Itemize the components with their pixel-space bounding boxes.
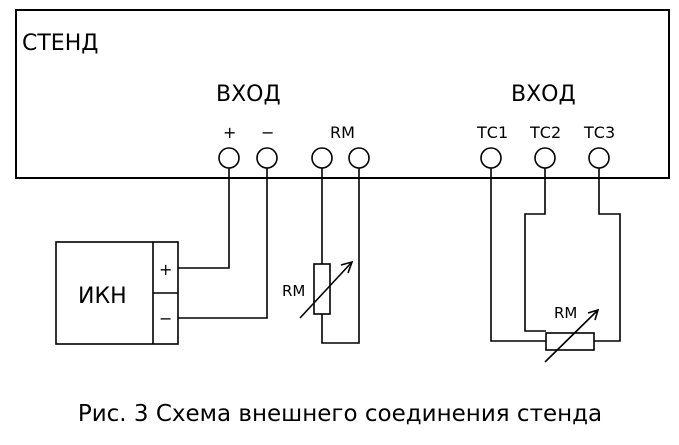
terminal-tc3	[588, 147, 610, 169]
terminal-tc2	[534, 147, 556, 169]
input-left-label: ВХОД	[216, 82, 281, 107]
terminal-rm-1	[311, 147, 333, 169]
wire-tc2	[524, 168, 546, 332]
resistor-body-right	[545, 332, 595, 351]
resistor-arrowhead-left	[340, 260, 354, 274]
figure-caption: Рис. 3 Схема внешнего соединения стенда	[78, 401, 602, 427]
wire-rm-loop	[321, 168, 360, 344]
tc2-label: ТС2	[529, 123, 561, 142]
wire-minus	[178, 168, 268, 319]
tc1-label: ТС1	[476, 123, 508, 142]
terminal-tc1	[480, 147, 502, 169]
ikn-label: ИКН	[78, 284, 127, 309]
wire-plus	[178, 168, 230, 269]
input-right-label: ВХОД	[511, 82, 576, 107]
variable-resistor-right: RM	[490, 168, 621, 363]
terminal-rm-2	[348, 147, 370, 169]
terminal-plus	[218, 147, 240, 169]
wire-tc3	[594, 168, 621, 342]
stand-title: СТЕНД	[22, 31, 98, 56]
variable-resistor-left: RM	[282, 168, 360, 344]
resistor-label-left: RM	[282, 282, 305, 300]
tc3-label: ТС3	[583, 123, 615, 142]
ikn-block: ИКН + −	[55, 241, 179, 345]
minus-label: −	[261, 123, 274, 142]
plus-label: +	[223, 123, 236, 142]
stand-box	[15, 9, 670, 179]
ikn-plus: +	[159, 260, 172, 279]
wire-tc1	[490, 168, 546, 342]
resistor-arrowhead-right	[587, 308, 600, 321]
resistor-arrow-left	[299, 261, 353, 319]
terminal-minus	[256, 147, 278, 169]
resistor-label-right: RM	[554, 304, 577, 322]
ikn-minus: −	[159, 309, 172, 328]
rm-input-label: RM	[330, 123, 355, 142]
resistor-arrow-right	[544, 309, 599, 363]
